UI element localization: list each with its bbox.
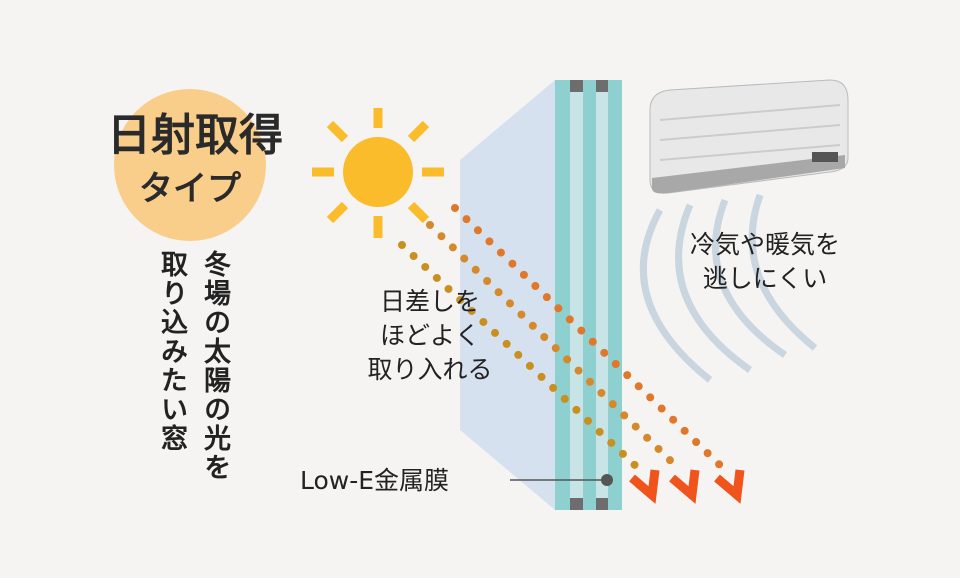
airflow-label: 冷気や暖気を 逃しにくい [665,228,865,296]
sunlight-label-line-2: ほどよく [379,321,480,350]
sun-icon [312,108,444,238]
sunlight-label-line-1: 日差しを [379,287,480,316]
airflow-label-line-2: 逃しにくい [702,264,828,293]
coating-marker [601,474,613,486]
sunlight-label: 日差しを ほどよく 取り入れる [340,285,520,387]
coating-label: Low-E金属膜 [300,466,449,495]
sunlight-arrows [629,469,745,504]
badge-circle [114,89,266,241]
badge-title: 日射取得 [107,110,283,161]
sunlight-rays [398,204,729,474]
glass-panes [555,80,622,510]
caption-line-2: 取り込みたい窓 [156,250,187,453]
sunlight-label-line-3: 取り入れる [367,355,493,384]
badge-subtitle: タイプ [139,169,241,209]
airflow-label-line-1: 冷気や暖気を [689,230,840,259]
glass-pane-outer [460,80,555,510]
caption-line-1: 冬場の太陽の光を [199,250,230,482]
airflow-arrows [639,193,818,383]
air-conditioner-icon [649,79,849,194]
